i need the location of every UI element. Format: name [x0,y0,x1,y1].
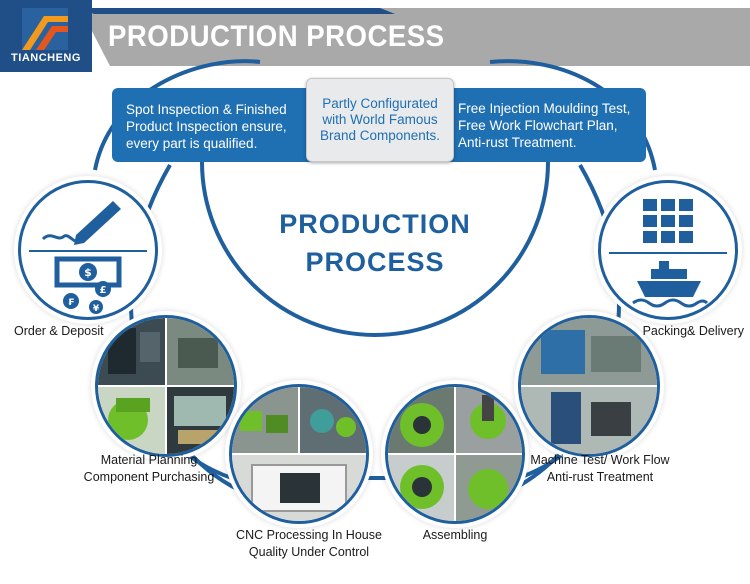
step-material-label: Material Planning Component Purchasing [70,452,228,486]
dollar-icon: $ [54,256,122,288]
logo: TIANCHENG [0,0,92,72]
svg-text:$: $ [84,266,92,279]
assembling-photos [388,387,522,521]
logo-mark-icon [22,8,68,50]
material-photos [98,318,234,454]
svg-text:₣: ₣ [68,298,74,308]
step-machine-test-label: Machine Test/ Work Flow Anti-rust Treatm… [520,452,680,486]
logo-text: TIANCHENG [11,52,81,64]
step-material-circle [95,315,237,457]
yen-icon: ¥ [89,300,103,314]
svg-text:¥: ¥ [93,304,100,314]
banner-middle-card: Partly Configurated with World Famous Br… [306,78,454,162]
step-cnc-line2: Quality Under Control [248,545,370,559]
step-assembling-circle [385,384,525,524]
svg-text:£: £ [100,285,107,296]
header: TIANCHENG PRODUCTION PROCESS [0,0,750,72]
ship-icon [632,261,709,308]
franc-icon: ₣ [63,293,79,309]
packing-illustration [609,199,727,308]
banner-right-text: Free Injection Moulding Test, Free Work … [458,101,631,150]
step-material-line2: Component Purchasing [83,470,215,484]
center-title-line2: PROCESS [305,247,445,277]
step-cnc-label: CNC Processing In House Quality Under Co… [224,527,394,561]
step-cnc-circle [229,384,369,524]
step-material-line1: Material Planning [100,453,198,467]
order-illustration: $ £ ₣ ¥ [29,201,147,314]
step-machine-test-line1: Machine Test/ Work Flow [530,453,670,467]
step-packing-label: Packing& Delivery [642,324,744,338]
step-order-circle: $ £ ₣ ¥ [18,180,158,320]
container-stack-icon [643,199,693,243]
banner-left-text: Spot Inspection & Finished Product Inspe… [126,102,287,151]
cnc-photos [232,387,366,521]
center-title-line1: PRODUCTION [279,209,471,239]
step-cnc-line1: CNC Processing In House [236,528,382,542]
step-packing-circle [598,180,738,320]
pen-icon [41,201,121,245]
pound-icon: £ [95,281,111,297]
machine-test-photos [521,318,657,454]
banner-middle-text: Partly Configurated with World Famous Br… [319,96,441,143]
center-title: PRODUCTION PROCESS [250,205,500,281]
step-machine-test-line2: Anti-rust Treatment [546,470,654,484]
step-order-label: Order & Deposit [14,324,104,338]
page-title: PRODUCTION PROCESS [108,20,445,53]
title-strip [80,8,750,66]
step-assembling-label: Assembling [422,528,488,542]
